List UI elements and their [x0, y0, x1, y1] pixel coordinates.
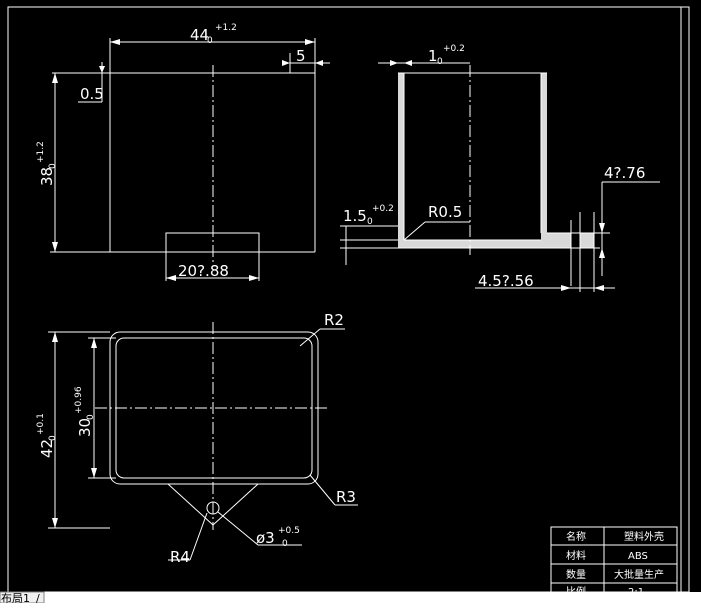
bv-outer-sub: 0 [48, 435, 58, 441]
tr-top-arrow-right [404, 60, 412, 66]
tr-base-text: 4.5?.56 [478, 272, 534, 290]
title-block: 名称 塑料外壳 材料 ABS 数量 大批量生产 比例 2:1 [550, 526, 678, 598]
tr-left-wall [398, 73, 404, 243]
tl-width-sub: 0 [207, 36, 213, 46]
bv-inner-arrow-bottom [91, 468, 97, 478]
tl-edge-text: 0.5 [80, 85, 104, 103]
bv-r2-leader [299, 328, 321, 347]
tr-flange [541, 233, 571, 248]
tl-height-main: 38 [38, 167, 56, 186]
tl-width-tol: +1.2 [215, 23, 237, 33]
tr-top-tol: +0.2 [443, 44, 465, 54]
bv-dia-main: ø3 [256, 529, 275, 547]
tr-thick-tol: +0.2 [372, 204, 394, 214]
tl-height-arrow-top [52, 73, 58, 83]
bv-r3-leader [309, 474, 336, 506]
tab-layout1-separator: / [36, 592, 40, 603]
tl-height-arrow-bottom [52, 242, 58, 252]
tl-height-sub: 0 [48, 163, 58, 169]
tl-width-arrow-right [305, 39, 315, 45]
tl-offset-arrow-right [315, 60, 323, 66]
top-left-view: 44 0 +1.2 5 0.5 38 0 +1.2 20?.88 [36, 23, 330, 281]
tb-value-0: 塑料外壳 [624, 530, 664, 543]
bv-r4-text: R4 [170, 548, 190, 566]
bv-inner-main: 30 [76, 418, 94, 437]
tr-thick-sub: 0 [367, 217, 373, 227]
bv-outer-arrow-top [52, 332, 58, 342]
tr-right-wall [541, 73, 547, 248]
tb-label-0: 名称 [566, 530, 586, 543]
tr-right-arrow-bottom [599, 248, 605, 258]
bv-r3-text: R3 [336, 488, 356, 506]
bottom-view: R2 R3 R4 ø3 0 +0.5 30 0 +0.96 4 [36, 311, 358, 566]
bv-r2-text: R2 [324, 311, 344, 329]
bv-tab-right [212, 483, 259, 526]
tr-floor [398, 240, 543, 248]
bv-inner-tol: +0.96 [74, 386, 84, 414]
tr-base-arrow-right [594, 285, 604, 291]
tl-offset-text: 5 [296, 47, 306, 65]
bv-dia-leader [217, 511, 259, 546]
bv-outer-arrow-bottom [52, 518, 58, 528]
tl-bottom-tab [165, 232, 260, 253]
bv-tab-left [167, 483, 214, 526]
tl-width-main: 44 [190, 26, 209, 44]
tl-offset-arrow-left [282, 60, 290, 66]
bv-outer-tol: +0.1 [36, 413, 46, 435]
tr-top-arrow-left [390, 60, 398, 66]
tr-right-arrow-top [599, 223, 605, 233]
tr-top-main: 1 [428, 47, 438, 65]
tb-label-2: 数量 [566, 568, 586, 581]
bv-dia-tol: +0.5 [278, 526, 300, 536]
tl-width-arrow-left [110, 39, 120, 45]
tr-flange-end [580, 233, 594, 248]
bv-inner-sub: 0 [86, 414, 96, 420]
tr-thick-main: 1.5 [343, 207, 367, 225]
tl-edge-arrow [99, 66, 105, 73]
tr-radius-text: R0.5 [428, 203, 462, 221]
tab-bar-bg [0, 592, 701, 603]
tr-radius-leader [403, 221, 426, 241]
bv-inner-arrow-top [91, 338, 97, 348]
tb-label-1: 材料 [566, 549, 586, 562]
tl-height-tol: +1.2 [36, 141, 46, 163]
layout-tabs: 布局1 / [0, 591, 701, 603]
bv-r4-leader [189, 512, 208, 561]
tr-top-sub: 0 [437, 57, 443, 67]
tab-layout1-label: 布局1 [1, 592, 30, 603]
tl-bottom-text: 20?.88 [178, 262, 229, 280]
bv-dia-sub: 0 [282, 539, 288, 549]
tr-right-text: 4?.76 [604, 164, 645, 182]
tb-value-2: 大批量生产 [614, 568, 664, 581]
bv-small-circle [206, 501, 220, 515]
tab-layout1[interactable] [0, 591, 45, 603]
top-right-view: 1 0 +0.2 R0.5 1.5 0 +0.2 4?.76 4.5?.56 [340, 44, 660, 292]
tr-base-arrow-left [561, 285, 571, 291]
bv-outer-main: 42 [38, 439, 56, 458]
tl-bottom-arrow-left [166, 275, 176, 281]
tb-value-1: ABS [628, 551, 648, 562]
tl-bottom-arrow-right [249, 275, 259, 281]
